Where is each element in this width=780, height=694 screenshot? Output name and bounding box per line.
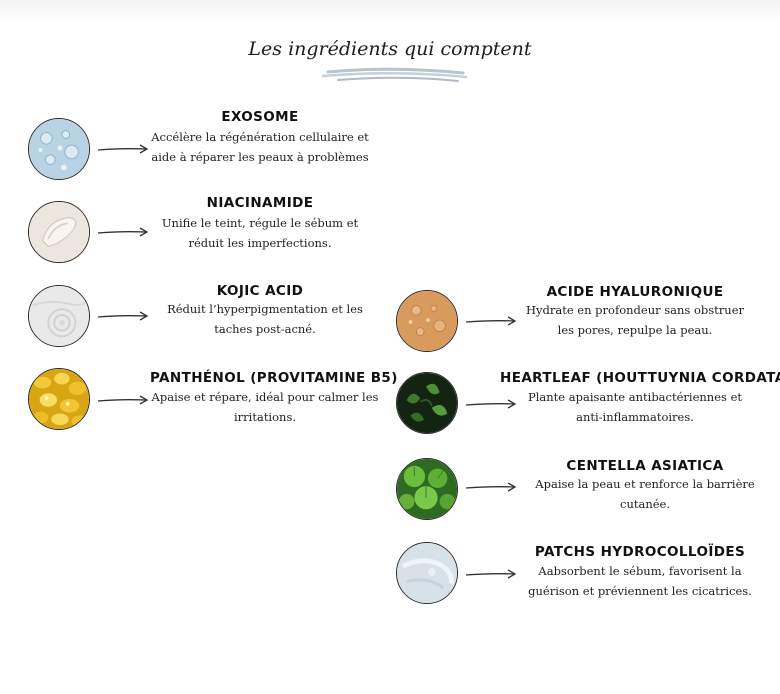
brush-stroke-decoration bbox=[321, 67, 468, 82]
gel-patch-image bbox=[396, 542, 458, 604]
orange-serum-image bbox=[396, 290, 458, 352]
arrow-icon bbox=[465, 482, 517, 492]
ingredient-name: PATCHS HYDROCOLLOÏDES bbox=[534, 544, 746, 560]
white-cream-image bbox=[28, 285, 90, 347]
ingredient-name: PANTHÉNOL (PROVITAMINE B5) bbox=[150, 370, 398, 386]
arrow-icon bbox=[465, 316, 517, 326]
arrow-icon bbox=[97, 395, 149, 405]
water-droplets-image bbox=[28, 118, 90, 180]
arrow-icon bbox=[97, 227, 149, 237]
ingredient-name: ACIDE HYALURONIQUE bbox=[546, 284, 724, 300]
arrow-icon bbox=[465, 399, 517, 409]
arrow-icon bbox=[465, 569, 517, 579]
ingredient-name: KOJIC ACID bbox=[216, 283, 304, 299]
ingredient-name: EXOSOME bbox=[221, 109, 299, 125]
ingredient-name: NIACINAMIDE bbox=[206, 195, 314, 211]
cream-swatch-image bbox=[28, 201, 90, 263]
ingredient-name: HEARTLEAF (HOUTTUYNIA CORDATA) bbox=[500, 370, 780, 386]
ingredient-name: CENTELLA ASIATICA bbox=[566, 458, 724, 474]
centella-leaves-image bbox=[396, 458, 458, 520]
top-shadow bbox=[0, 0, 780, 20]
page-title: Les ingrédients qui comptent bbox=[248, 38, 532, 60]
arrow-icon bbox=[97, 311, 149, 321]
arrow-icon bbox=[97, 144, 149, 154]
heartleaf-plant-image bbox=[396, 372, 458, 434]
golden-capsules-image bbox=[28, 368, 90, 430]
